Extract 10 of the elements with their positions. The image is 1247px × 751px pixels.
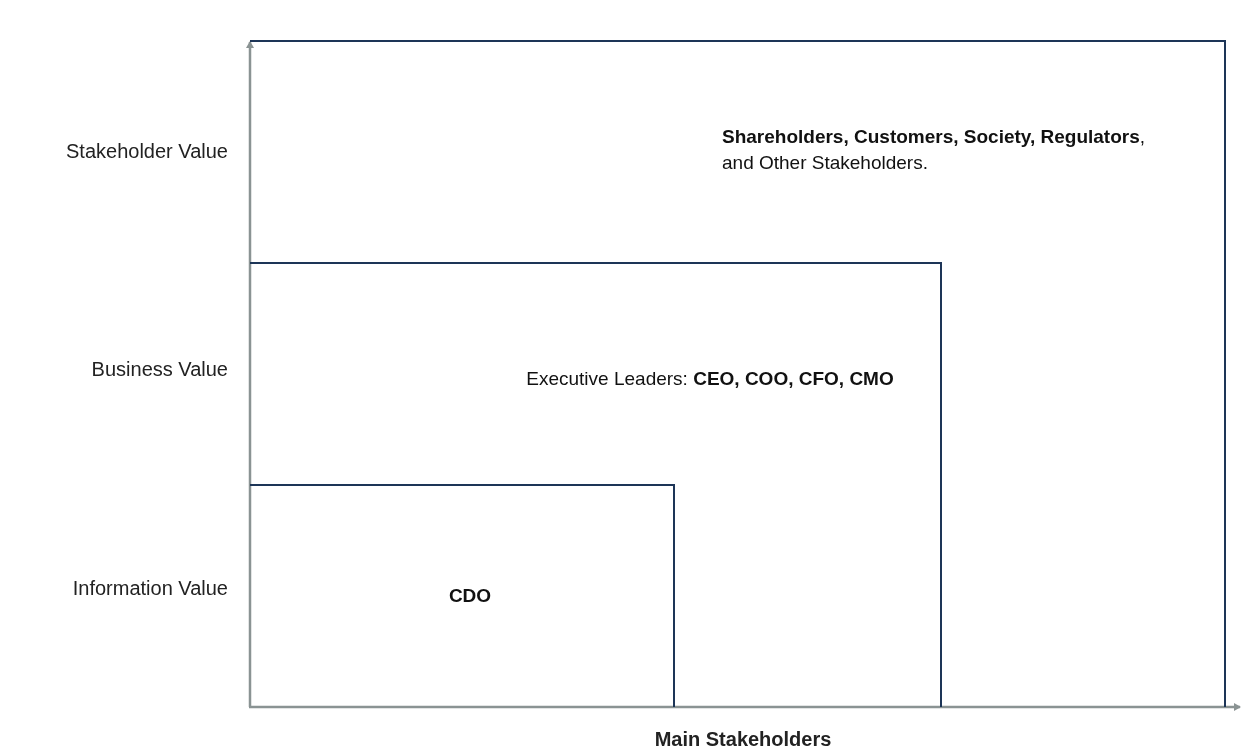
box-text: Executive Leaders: CEO, COO, CFO, CMO: [525, 367, 895, 391]
axis-label: Business Value: [91, 358, 228, 381]
box-text: Shareholders, Customers, Society, Regulators, and Other Stakeholders.: [722, 125, 1147, 175]
axis-label: Stakeholder Value: [66, 140, 228, 163]
value-box: [250, 262, 942, 707]
value-box: [250, 484, 675, 707]
axis-label: Main Stakeholders: [654, 728, 832, 751]
value-box: [250, 40, 1226, 707]
axis-label: Information Value: [72, 577, 228, 600]
box-text: CDO: [447, 584, 493, 608]
